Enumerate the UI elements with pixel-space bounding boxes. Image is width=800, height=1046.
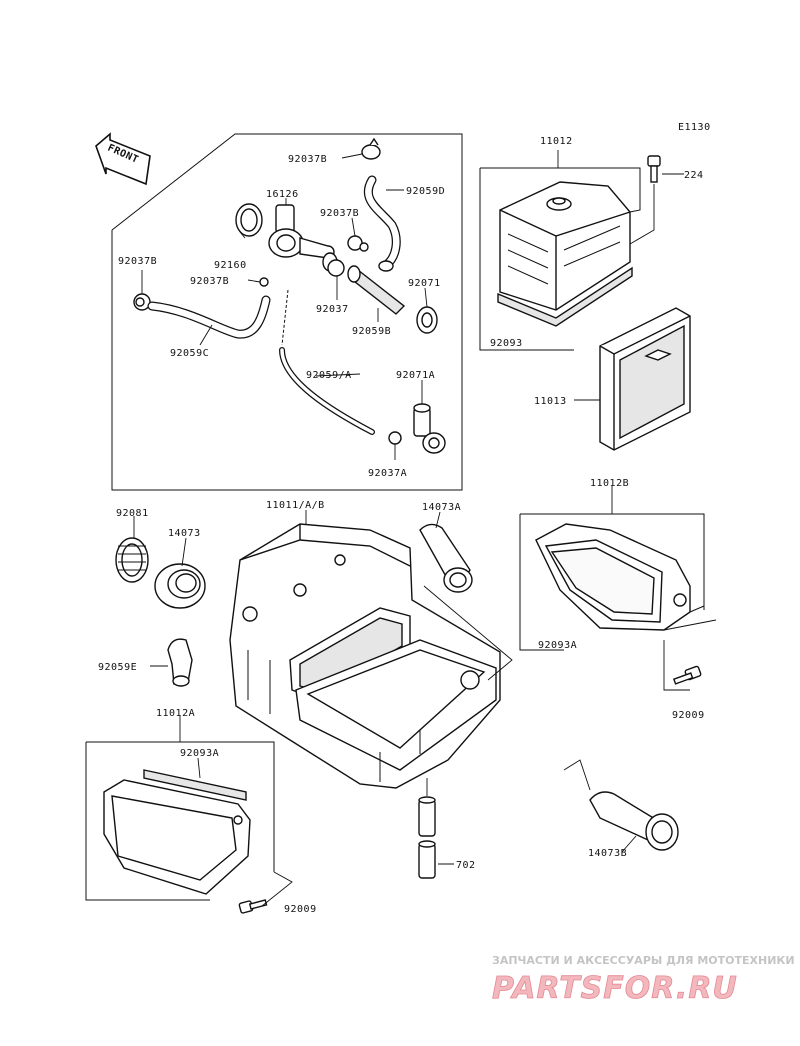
clamp-92037b-left bbox=[133, 293, 151, 311]
label-92059c: 92059C bbox=[170, 348, 209, 359]
filter-11013 bbox=[599, 307, 691, 451]
clamp-92037a bbox=[388, 431, 402, 445]
label-92037b-b: 92037B bbox=[190, 276, 229, 287]
label-14073: 14073 bbox=[168, 528, 201, 539]
part-labels: 92037B 92059D 16126 92037B 92160 92037B … bbox=[98, 136, 705, 915]
grommet-92071 bbox=[416, 306, 438, 334]
label-92059a: 92059/A bbox=[306, 370, 352, 381]
cover-11012a bbox=[85, 741, 275, 901]
spring-clamp-92081 bbox=[115, 537, 149, 583]
label-92037a: 92037A bbox=[368, 468, 407, 479]
leader-lines bbox=[133, 150, 684, 853]
elbow-92059e bbox=[167, 638, 193, 687]
housing-11011ab bbox=[229, 523, 501, 789]
cover-11012b bbox=[519, 513, 717, 651]
label-92071: 92071 bbox=[408, 278, 441, 289]
label-92037b-left: 92037B bbox=[118, 256, 157, 267]
hose-92059b bbox=[347, 265, 406, 315]
boot-14073 bbox=[154, 563, 206, 609]
label-92071a: 92071A bbox=[396, 370, 435, 381]
bolt-92009-right bbox=[663, 640, 702, 691]
label-11013: 11013 bbox=[534, 396, 567, 407]
label-702: 702 bbox=[456, 860, 476, 871]
clip-92037b-small bbox=[259, 277, 269, 287]
label-92093a-right: 92093A bbox=[538, 640, 577, 651]
label-92059d: 92059D bbox=[406, 186, 445, 197]
watermark-logo: PARTSFOR.RU bbox=[492, 971, 738, 1006]
label-92093: 92093 bbox=[490, 338, 523, 349]
watermark-tagline: ЗАПЧАСТИ И АКСЕССУАРЫ ДЛЯ МОТОТЕХНИКИ bbox=[492, 954, 795, 967]
tube-702 bbox=[418, 778, 454, 879]
label-92037b-top: 92037B bbox=[288, 154, 327, 165]
front-arrow-icon: FRONT bbox=[95, 132, 151, 186]
valve-16126 bbox=[268, 204, 338, 272]
label-11012b: 11012B bbox=[590, 478, 629, 489]
clamp-92037b-mid bbox=[347, 235, 369, 252]
label-92059b: 92059B bbox=[352, 326, 391, 337]
watermark: ЗАПЧАСТИ И АКСЕССУАРЫ ДЛЯ МОТОТЕХНИКИ PA… bbox=[492, 954, 795, 1006]
ring-92160 bbox=[235, 203, 263, 237]
hose-92059d bbox=[363, 175, 401, 272]
label-11012: 11012 bbox=[540, 136, 573, 147]
clamp-92037 bbox=[327, 259, 345, 277]
label-92081: 92081 bbox=[116, 508, 149, 519]
subassembly-box-outline bbox=[111, 133, 463, 491]
label-14073a: 14073A bbox=[422, 502, 461, 513]
label-92059e: 92059E bbox=[98, 662, 137, 673]
cover-11012 bbox=[479, 167, 641, 351]
label-92009-right: 92009 bbox=[672, 710, 705, 721]
label-92037: 92037 bbox=[316, 304, 349, 315]
label-92009-left: 92009 bbox=[284, 904, 317, 915]
duct-14073b bbox=[563, 759, 679, 851]
grommet-92071a bbox=[413, 403, 446, 454]
label-16126: 16126 bbox=[266, 189, 299, 200]
label-224: 224 bbox=[684, 170, 704, 181]
diagram-code: E1130 bbox=[678, 122, 711, 133]
hose-92059c bbox=[147, 295, 271, 339]
bolt-224 bbox=[629, 155, 661, 245]
label-14073b: 14073B bbox=[588, 848, 627, 859]
bolt-92009-left bbox=[238, 871, 293, 914]
hose-92059a bbox=[279, 289, 375, 435]
label-11012a: 11012A bbox=[156, 708, 195, 719]
label-92093a-left: 92093A bbox=[180, 748, 219, 759]
label-92160: 92160 bbox=[214, 260, 247, 271]
duct-14073a bbox=[419, 523, 473, 593]
clamp-92037b-top bbox=[361, 137, 381, 160]
label-92037b-mid: 92037B bbox=[320, 208, 359, 219]
label-11011ab: 11011/A/B bbox=[266, 500, 325, 511]
